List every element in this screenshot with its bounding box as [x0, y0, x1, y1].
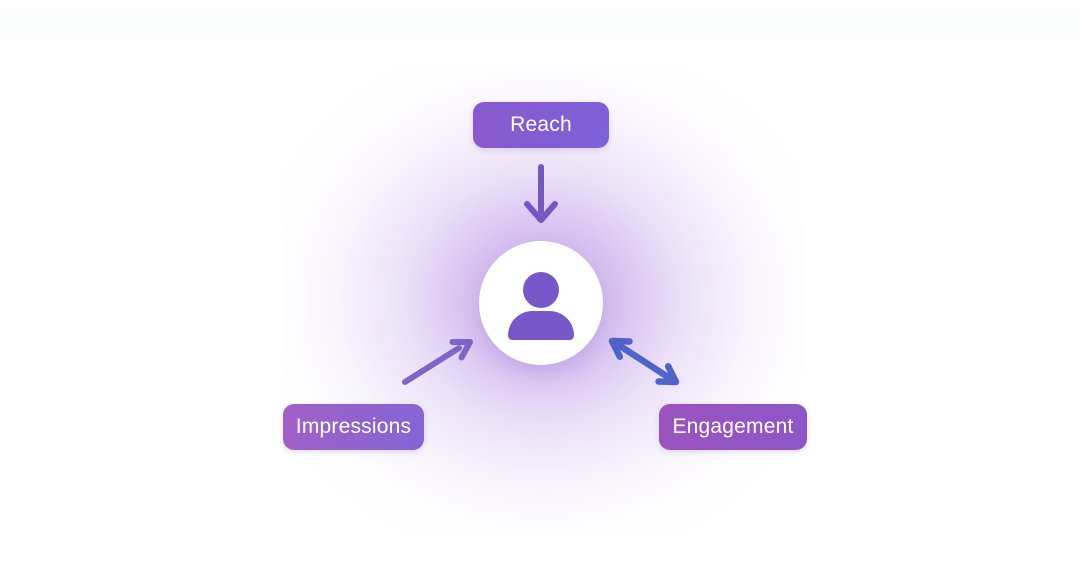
node-reach-label: Reach	[510, 113, 572, 136]
node-engagement-label: Engagement	[672, 415, 794, 438]
node-engagement: Engagement	[659, 404, 807, 450]
node-impressions-label: Impressions	[295, 415, 412, 438]
person-icon-head	[523, 272, 559, 308]
center-audience-circle	[479, 241, 603, 365]
person-icon-body	[508, 311, 574, 340]
top-band	[0, 8, 1080, 40]
node-reach: Reach	[473, 102, 609, 148]
node-impressions: Impressions	[283, 404, 424, 450]
